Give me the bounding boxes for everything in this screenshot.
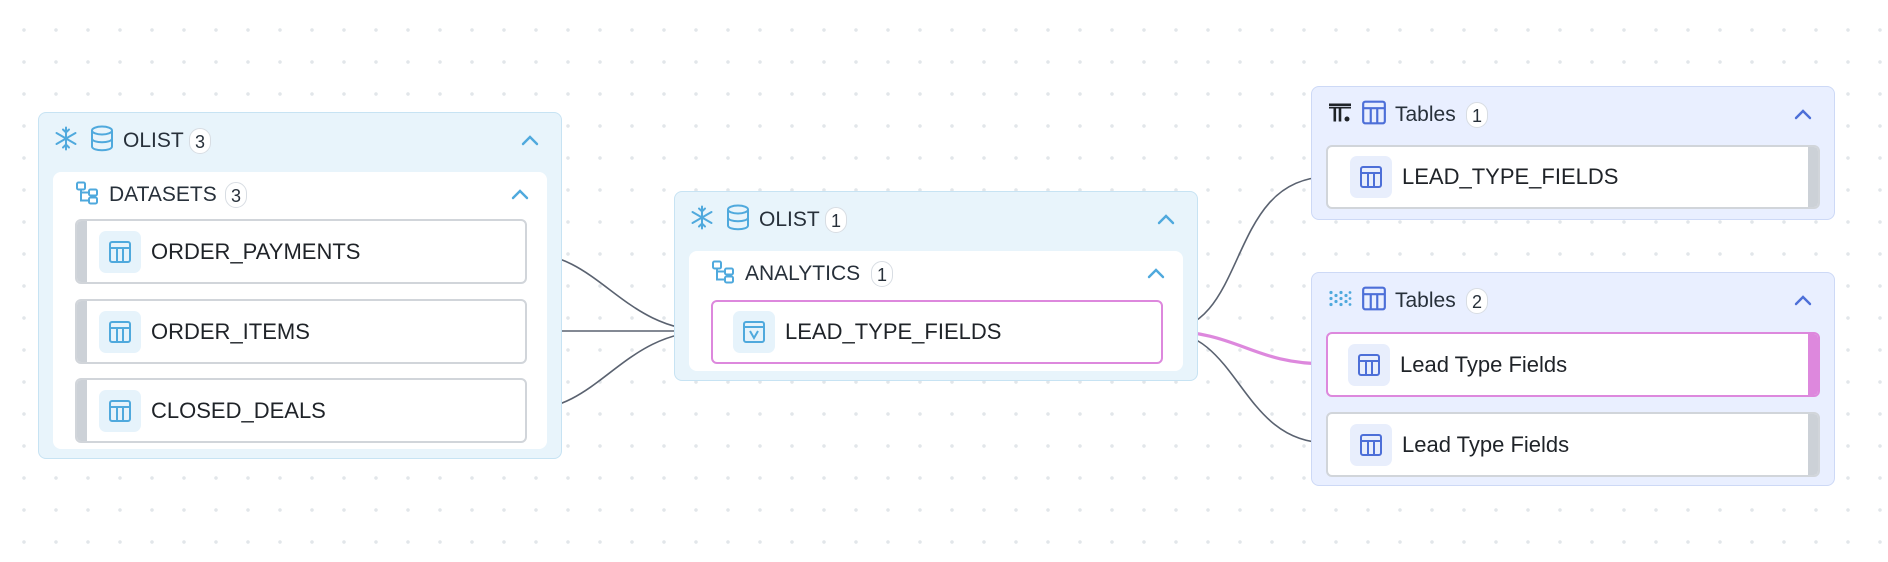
table-icon xyxy=(99,389,141,432)
collapse-chevron-up-icon[interactable] xyxy=(1153,207,1179,233)
node-right-bar xyxy=(1808,334,1818,395)
collapse-chevron-up-icon[interactable] xyxy=(1143,261,1169,287)
node-label: Lead Type Fields xyxy=(1402,431,1570,457)
table-icon xyxy=(1348,343,1390,386)
node-label: ORDER_ITEMS xyxy=(151,318,310,344)
middle-group-title: OLIST xyxy=(759,208,820,231)
middle-count-badge: 1 xyxy=(825,207,847,233)
node-target-lead-type-fields[interactable]: LEAD_TYPE_FIELDS xyxy=(1326,145,1820,209)
collapse-chevron-up-icon[interactable] xyxy=(1790,288,1816,314)
source-group-header[interactable]: OLIST 3 xyxy=(39,113,561,169)
table-icon xyxy=(1361,286,1387,317)
source-database-group: OLIST 3 DATASETS 3 ORDER_PAYMENTS xyxy=(38,112,562,459)
table-icon xyxy=(1350,423,1392,466)
node-closed-deals[interactable]: CLOSED_DEALS xyxy=(75,378,527,443)
database-icon xyxy=(725,204,751,237)
node-target-lead-type-fields-2[interactable]: Lead Type Fields xyxy=(1326,412,1820,477)
target-group-2-title: Tables xyxy=(1395,289,1456,312)
target-tables-group-1: Tables 1 LEAD_TYPE_FIELDS xyxy=(1311,86,1835,220)
snowflake-icon xyxy=(689,205,715,236)
target-group-1-header[interactable]: Tables 1 xyxy=(1312,87,1834,143)
snowflake-icon xyxy=(53,126,79,157)
table-icon xyxy=(99,230,141,273)
middle-group-header[interactable]: OLIST 1 xyxy=(675,192,1197,248)
node-right-bar xyxy=(1808,147,1818,207)
node-label: LEAD_TYPE_FIELDS xyxy=(785,319,1002,344)
node-label: LEAD_TYPE_FIELDS xyxy=(1402,164,1619,189)
node-order-items[interactable]: ORDER_ITEMS xyxy=(75,299,527,364)
table-icon xyxy=(1361,100,1387,131)
middle-database-group: OLIST 1 ANALYTICS 1 LEAD_TYPE_FIELDS xyxy=(674,191,1198,381)
view-icon xyxy=(733,311,775,353)
schema-icon xyxy=(75,181,99,210)
node-left-bar xyxy=(77,221,87,282)
node-left-bar xyxy=(77,301,87,362)
analytics-subgroup-title: ANALYTICS xyxy=(745,262,861,285)
node-label: ORDER_PAYMENTS xyxy=(151,238,361,264)
datasets-subgroup-header[interactable]: DATASETS 3 xyxy=(53,172,547,218)
datasets-subgroup: DATASETS 3 ORDER_PAYMENTS ORDER_ITEMS xyxy=(53,172,547,449)
analytics-count-badge: 1 xyxy=(871,261,893,287)
collapse-chevron-up-icon[interactable] xyxy=(507,182,533,208)
analytics-subgroup-header[interactable]: ANALYTICS 1 xyxy=(689,251,1183,297)
analytics-subgroup: ANALYTICS 1 LEAD_TYPE_FIELDS xyxy=(689,251,1183,371)
node-lead-type-fields-view[interactable]: LEAD_TYPE_FIELDS xyxy=(711,300,1163,364)
node-right-bar xyxy=(1808,414,1818,475)
node-label: Lead Type Fields xyxy=(1400,351,1568,377)
metabase-icon xyxy=(1328,287,1352,316)
table-icon xyxy=(1350,156,1392,198)
target-group-1-title: Tables xyxy=(1395,103,1456,126)
datasets-subgroup-title: DATASETS xyxy=(109,183,217,206)
target-group-2-header[interactable]: Tables 2 xyxy=(1312,273,1834,329)
schema-icon xyxy=(711,260,735,289)
datasets-count-badge: 3 xyxy=(225,182,247,208)
source-count-badge: 3 xyxy=(189,128,211,154)
node-order-payments[interactable]: ORDER_PAYMENTS xyxy=(75,219,527,284)
node-target-lead-type-fields-selected[interactable]: Lead Type Fields xyxy=(1326,332,1820,397)
table-icon xyxy=(99,310,141,353)
tableau-icon xyxy=(1328,101,1352,130)
node-left-bar xyxy=(77,380,87,441)
source-group-title: OLIST xyxy=(123,129,184,152)
target-group-1-count-badge: 1 xyxy=(1466,102,1488,128)
target-tables-group-2: Tables 2 Lead Type Fields Lead Type Fiel… xyxy=(1311,272,1835,486)
node-label: CLOSED_DEALS xyxy=(151,397,326,423)
collapse-chevron-up-icon[interactable] xyxy=(517,128,543,154)
target-group-2-count-badge: 2 xyxy=(1466,288,1488,314)
collapse-chevron-up-icon[interactable] xyxy=(1790,102,1816,128)
database-icon xyxy=(89,125,115,158)
